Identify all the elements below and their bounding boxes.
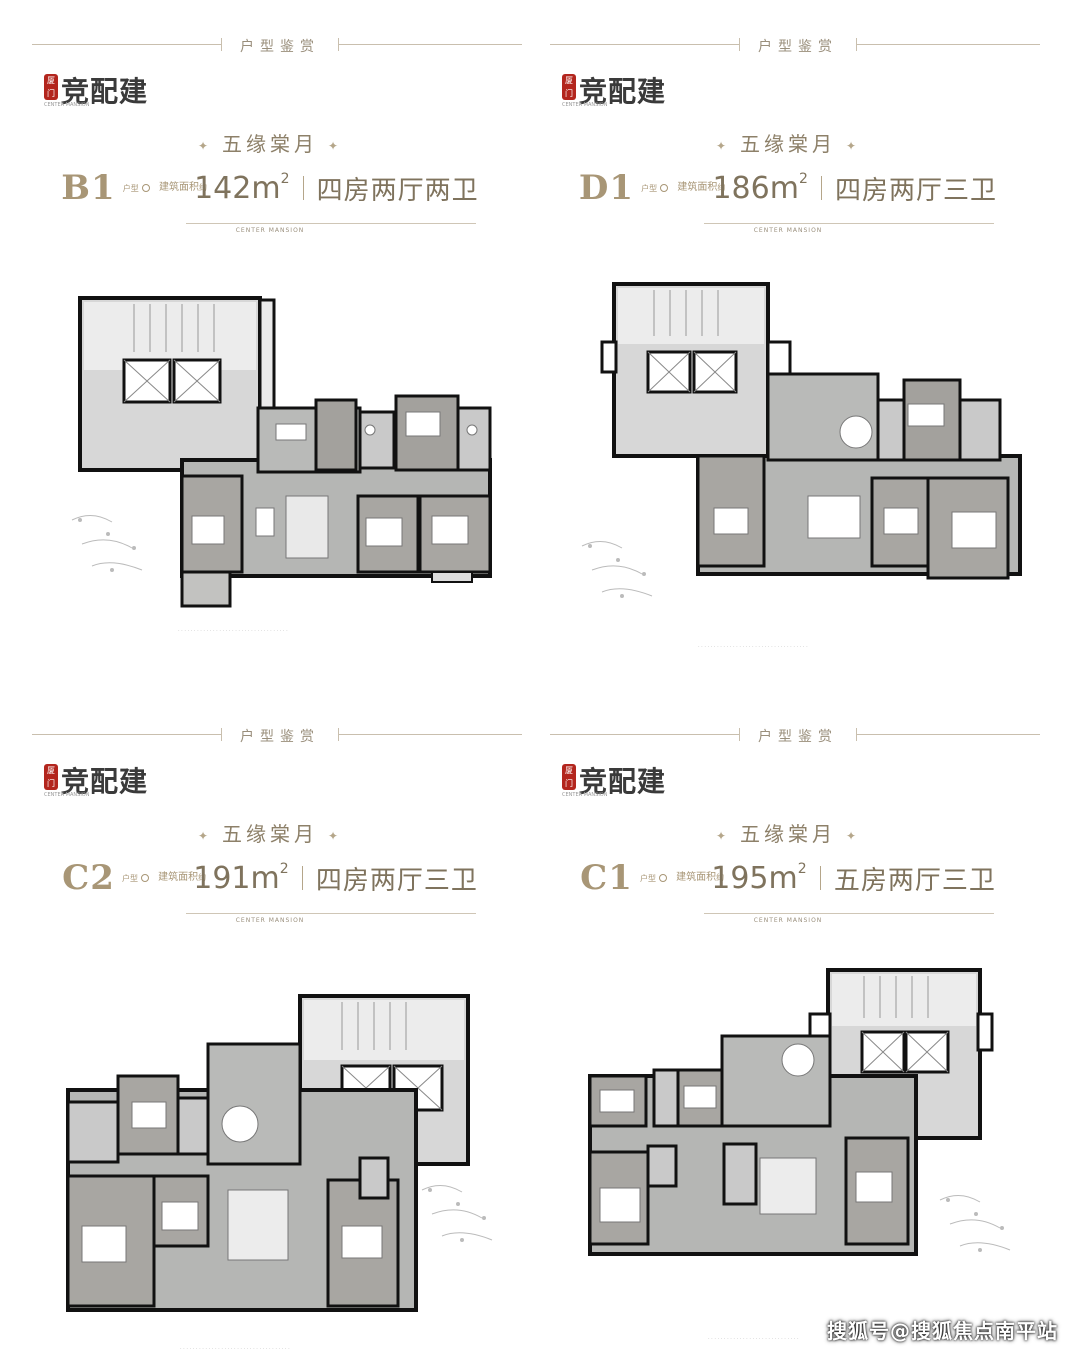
tagline-rule [186,913,476,914]
header-rule-right [338,728,522,741]
tagline-rule [704,223,994,224]
header-title: 户型鉴赏 [240,39,320,55]
seal-icon: 厦门 [562,74,576,100]
header-title: 户型鉴赏 [758,39,838,55]
floor-plan-d1 [600,282,1022,580]
layout-type: 四房两厅三卫 [315,865,478,896]
logo-text: 竞配建 [61,765,149,798]
area-value: 191m2 [193,860,289,896]
tagline: CENTER MANSION [518,907,1058,926]
unit-code-sub: 户型 [122,183,139,193]
area-value: 186m2 [712,170,808,206]
tagline: CENTER MANSION [0,907,540,926]
unit-spec: C2 户型 建筑面积约 191m2 四房两厅三卫 [0,858,540,902]
floorplan-panel-d1: 户型鉴赏 厦门 竞配建 CENTER MANSION ✦五缘棠月✦ D1 户型 … [518,0,1058,680]
header-title: 户型鉴赏 [758,729,838,745]
header-rule-left [550,728,740,741]
header-rule-left [550,38,740,51]
unit-code-sub: 户型 [641,183,658,193]
disclaimer: · · · · · · · · · · · · · · · · · · · · … [178,628,288,634]
watermark: 搜狐号@搜狐焦点南平站 [827,1319,1058,1343]
dot-icon [141,874,150,882]
area-label: 建筑面积约 [158,182,207,193]
series-name: ✦五缘棠月✦ [715,132,861,156]
logo-text: 竞配建 [579,765,667,798]
floorplan-panel-b1: 户型鉴赏 厦门 竞配建 CENTER MANSION ✦五缘棠月✦ B1 户型 … [0,0,540,680]
tagline-rule [186,223,476,224]
floorplan-panel-c1: 户型鉴赏 厦门 竞配建 CENTER MANSION ✦五缘棠月✦ C1 户型 … [518,690,1058,1370]
floor-plan-c2 [66,994,470,1312]
seal-icon: 厦门 [44,764,58,790]
floorplan-panel-c2: 户型鉴赏 厦门 竞配建 CENTER MANSION ✦五缘棠月✦ C2 户型 … [0,690,540,1370]
layout-type: 四房两厅三卫 [835,175,998,206]
area-label: 建筑面积约 [677,182,726,193]
sparkle-icon: ✦ [846,828,861,843]
disclaimer: · · · · · · · · · · · · · · · · · · · · … [180,1346,290,1352]
header-title: 户型鉴赏 [240,729,320,745]
layout-type: 五房两厅三卫 [833,865,996,896]
unit-code-sub: 户型 [121,873,138,883]
logo-text: 竞配建 [61,75,149,108]
sparkle-icon: ✦ [328,138,343,153]
unit-spec: D1 户型 建筑面积约 186m2 四房两厅三卫 [518,168,1058,212]
divider [301,866,303,890]
unit-code: B1 [61,168,116,208]
area-label: 建筑面积约 [158,872,207,883]
header-rule-right [856,728,1040,741]
series-name: ✦五缘棠月✦ [197,822,343,846]
divider [819,866,821,890]
seal-icon: 厦门 [562,764,576,790]
series-name: ✦五缘棠月✦ [715,822,861,846]
unit-code: C1 [580,858,633,898]
area-label: 建筑面积约 [676,872,725,883]
sparkle-icon: ✦ [846,138,861,153]
header-rule-right [338,38,522,51]
dot-icon [141,184,150,192]
layout-type: 四房两厅两卫 [316,175,479,206]
logo-text: 竞配建 [579,75,667,108]
divider [820,176,822,200]
header-rule-left [32,728,222,741]
logo-subtitle: CENTER MANSION [44,102,90,108]
divider [302,176,304,200]
sparkle-icon: ✦ [715,828,730,843]
compass-icon [421,1185,493,1242]
area-value: 142m2 [194,170,290,206]
sparkle-icon: ✦ [328,828,343,843]
sparkle-icon: ✦ [197,828,212,843]
floor-plan-b1 [78,296,492,608]
unit-spec: C1 户型 建筑面积约 195m2 五房两厅三卫 [518,858,1058,902]
area-value: 195m2 [711,860,807,896]
header-rule-right [856,38,1040,51]
header-rule-left [32,38,222,51]
series-name: ✦五缘棠月✦ [197,132,343,156]
unit-code: C2 [62,858,115,898]
compass-icon [939,1195,1011,1252]
sparkle-icon: ✦ [715,138,730,153]
compass-icon [71,515,143,572]
seal-icon: 厦门 [44,74,58,100]
unit-spec: B1 户型 建筑面积约 142m2 四房两厅两卫 [0,168,540,212]
disclaimer: · · · · · · · · · · · · · · · · · · · · … [708,1336,799,1342]
compass-icon [581,541,653,598]
logo-subtitle: CENTER MANSION [562,102,608,108]
tagline: CENTER MANSION [0,217,540,236]
dot-icon [659,874,668,882]
unit-code-sub: 户型 [639,873,656,883]
tagline: CENTER MANSION [518,217,1058,236]
tagline-rule [704,913,994,914]
sparkle-icon: ✦ [197,138,212,153]
disclaimer: · · · · · · · · · · · · · · · · · · · · … [698,644,808,650]
logo-subtitle: CENTER MANSION [562,792,608,798]
unit-code: D1 [578,168,635,208]
floor-plan-c1 [588,968,994,1256]
dot-icon [660,184,669,192]
logo-subtitle: CENTER MANSION [44,792,90,798]
